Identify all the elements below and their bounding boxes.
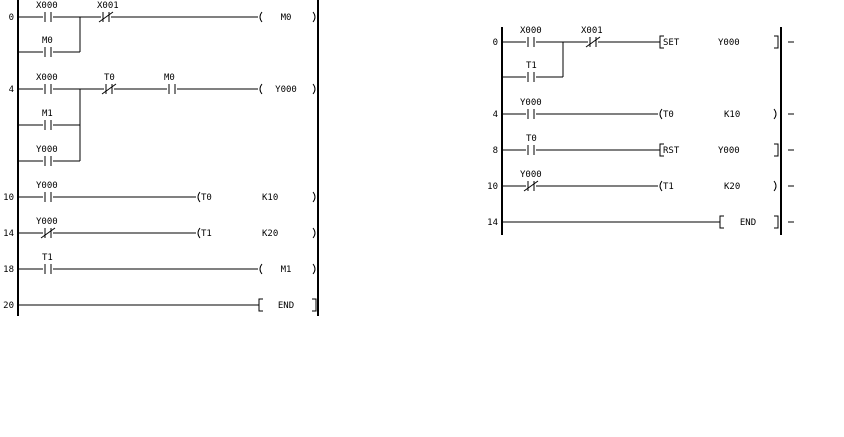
contact-no: M1 bbox=[42, 109, 53, 130]
step-number: 8 bbox=[493, 146, 498, 156]
coil-label: T0 bbox=[201, 193, 212, 203]
contact-no: X000 bbox=[36, 73, 58, 94]
instruction-operand: Y000 bbox=[718, 38, 740, 48]
contact-nc: X001 bbox=[97, 1, 119, 23]
contact-no: M0 bbox=[42, 36, 53, 57]
coil-param: K10 bbox=[262, 193, 278, 203]
contact-label: M0 bbox=[42, 36, 53, 46]
end-instruction: END bbox=[719, 215, 779, 229]
rung-10: 10 Y000 T0 K10 bbox=[3, 181, 316, 203]
contact-label: T0 bbox=[104, 73, 115, 83]
contact-nc: X001 bbox=[581, 26, 603, 48]
contact-label: T1 bbox=[526, 61, 537, 71]
rung-14: 14 END bbox=[487, 215, 779, 229]
rung-20: 20 END bbox=[3, 298, 317, 312]
contact-no: Y000 bbox=[36, 145, 58, 166]
contact-label: X001 bbox=[97, 1, 119, 11]
step-number: 14 bbox=[487, 218, 498, 228]
contact-label: T1 bbox=[42, 253, 53, 263]
rung-14: 14 Y000 T1 K20 bbox=[3, 217, 316, 239]
contact-nc: Y000 bbox=[520, 170, 542, 192]
contact-label: Y000 bbox=[36, 181, 58, 191]
instruction-label: END bbox=[278, 301, 294, 311]
coil-param: K20 bbox=[262, 229, 278, 239]
contact-no: M0 bbox=[164, 73, 176, 94]
coil-label: M0 bbox=[281, 13, 292, 23]
coil-label: T1 bbox=[201, 229, 212, 239]
coil: M1 bbox=[259, 263, 316, 275]
contact-no: T1 bbox=[526, 61, 537, 82]
contact-no: Y000 bbox=[520, 98, 542, 119]
rung-10: 10 Y000 T1 K20 bbox=[487, 170, 777, 192]
contact-label: M0 bbox=[164, 73, 175, 83]
coil-label: Y000 bbox=[275, 85, 297, 95]
rung-4: 4 Y000 T0 K10 bbox=[493, 98, 777, 120]
rung-0: 0 X000 X001 M0 M0 bbox=[9, 1, 316, 57]
step-number: 10 bbox=[3, 193, 14, 203]
ladder-diagram-right: 0 X000 X001 SET Y000 T1 bbox=[487, 26, 794, 235]
instruction-label: RST bbox=[663, 146, 680, 156]
timer-coil: T1 K20 bbox=[659, 180, 777, 192]
step-number: 18 bbox=[3, 265, 14, 275]
contact-label: X000 bbox=[36, 1, 58, 11]
contact-nc: Y000 bbox=[36, 217, 58, 239]
contact-label: Y000 bbox=[520, 98, 542, 108]
rung-18: 18 T1 M1 bbox=[3, 253, 316, 275]
contact-label: X000 bbox=[520, 26, 542, 36]
set-instruction: SET Y000 bbox=[659, 35, 779, 49]
ladder-diagram-left: 0 X000 X001 M0 M0 bbox=[3, 0, 319, 316]
coil-label: M1 bbox=[281, 265, 292, 275]
step-number: 0 bbox=[493, 38, 498, 48]
contact-no: X000 bbox=[520, 26, 542, 47]
coil: Y000 bbox=[259, 83, 316, 95]
contact-label: T0 bbox=[526, 134, 537, 144]
contact-label: Y000 bbox=[36, 145, 58, 155]
contact-label: M1 bbox=[42, 109, 53, 119]
coil: M0 bbox=[259, 11, 316, 23]
timer-coil: T0 K10 bbox=[659, 108, 777, 120]
step-number: 10 bbox=[487, 182, 498, 192]
step-number: 20 bbox=[3, 301, 14, 311]
contact-no: X000 bbox=[36, 1, 58, 22]
instruction-label: END bbox=[740, 218, 756, 228]
coil-label: T0 bbox=[663, 110, 674, 120]
rung-8: 8 T0 RST Y000 bbox=[493, 134, 779, 157]
step-number: 4 bbox=[493, 110, 498, 120]
contact-label: Y000 bbox=[520, 170, 542, 180]
contact-label: X000 bbox=[36, 73, 58, 83]
contact-label: Y000 bbox=[36, 217, 58, 227]
contact-nc: T0 bbox=[101, 73, 117, 95]
contact-no: T1 bbox=[42, 253, 53, 274]
timer-coil: T1 K20 bbox=[197, 227, 316, 239]
contact-no: Y000 bbox=[36, 181, 58, 202]
rst-instruction: RST Y000 bbox=[659, 143, 779, 157]
coil-param: K10 bbox=[724, 110, 740, 120]
timer-coil: T0 K10 bbox=[197, 191, 316, 203]
step-number: 14 bbox=[3, 229, 14, 239]
coil-label: T1 bbox=[663, 182, 674, 192]
end-instruction: END bbox=[258, 298, 317, 312]
instruction-operand: Y000 bbox=[718, 146, 740, 156]
contact-label: X001 bbox=[581, 26, 603, 36]
rung-4: 4 X000 T0 M0 Y000 bbox=[9, 73, 316, 166]
step-number: 0 bbox=[9, 13, 14, 23]
contact-no: T0 bbox=[526, 134, 537, 155]
coil-param: K20 bbox=[724, 182, 740, 192]
instruction-label: SET bbox=[663, 38, 680, 48]
rung-0: 0 X000 X001 SET Y000 T1 bbox=[493, 26, 779, 82]
step-number: 4 bbox=[9, 85, 14, 95]
rail-dash-marks bbox=[788, 41, 794, 223]
